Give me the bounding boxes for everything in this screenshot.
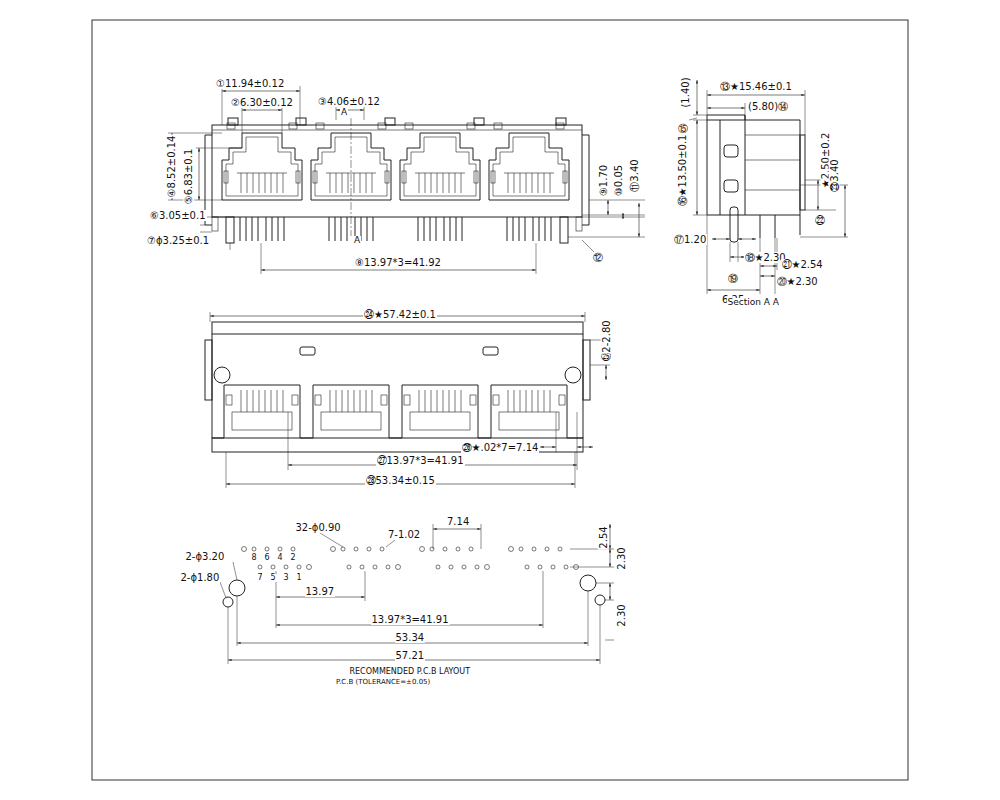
dimension-label: 13.97*3=41.91 [371,614,450,625]
dimension-label: ⑫ [592,252,604,263]
dimension-label: ⑳★2.30 [776,276,819,287]
dimension-label: 7-1.02 [387,529,421,540]
dimension-label: ③4.06±0.12 [317,96,381,107]
dimension-label: 7.14 [446,516,470,527]
dimension-label: Section A A [727,298,780,308]
dimension-label: 53.34 [395,632,426,643]
dimension-label: 32-ϕ0.90 [295,522,342,533]
dimension-label: (5.80)⑭ [747,101,789,112]
dimension-label: ㉒ [814,215,826,226]
dimension-label: ①11.94±0.12 [215,78,285,89]
dimension-label: 7 [257,574,264,583]
dimension-label: 2-2.80 [601,319,612,353]
dimension-label: 2-ϕ3.20 [185,551,226,562]
dimension-label: ㉑★2.54 [781,259,824,270]
dimension-label: ㉘53.34±0.15 [365,475,436,486]
dimension-label: 8 [251,554,258,563]
dimension-label: A [353,236,361,246]
dimension-label: ⑥3.05±0.1 [149,210,207,221]
dimension-label: A [340,108,348,118]
dimension-label: 4 [277,554,284,563]
dimension-label: ㉖★.02*7=7.14 [461,442,540,453]
dimension-label: ⑤6.83±0.1 [183,147,194,205]
dimension-label: ⑦ϕ3.25±0.1 [146,235,210,246]
dimension-label: ㉔★57.42±0.1 [363,309,437,320]
dimension-label: ⑧13.97*3=41.92 [354,257,442,268]
dimension-label: ⑲ [727,273,739,284]
dimension-label: 1 [296,574,303,583]
dimension-label: ⑮ [677,123,689,134]
dimension-label: (1.40) [680,76,691,108]
dimension-label: ⑯★13.50±0.1 [677,133,688,207]
dimension-label: 3 [283,574,290,583]
dimension-label: 2.30 [616,603,627,627]
dimension-label: 13.97 [305,586,336,597]
dimension-label: 5 [270,574,277,583]
dimension-label: ㉗13.97*3=41.91 [376,455,465,466]
dimension-label: ⑰1.20 [673,234,707,245]
dimension-label: 2-ϕ1.80 [180,572,221,583]
dimension-label: ④8.52±0.14 [166,134,177,198]
dimension-label: 57.21 [395,650,426,661]
dimension-label: 2.30 [616,546,627,570]
dimension-label: 2 [290,554,297,563]
dimension-label: ⑬★15.46±0.1 [719,81,793,92]
dimension-label: ⑩0.05 [613,163,624,196]
dimension-label: ⑪3.40 [629,158,640,192]
dimension-label: RECOMMENDED P.C.B LAYOUT [349,668,472,677]
dimension-label: ㉓3.40 [829,158,840,192]
dimension-label: 2.54 [598,525,609,549]
dimension-label: ⑨1.70 [598,163,609,196]
dimension-label: 6 [264,554,271,563]
dimension-label: P.C.B (TOLERANCE=±0.05) [335,679,431,687]
dimension-label: ②6.30±0.12 [230,97,294,108]
